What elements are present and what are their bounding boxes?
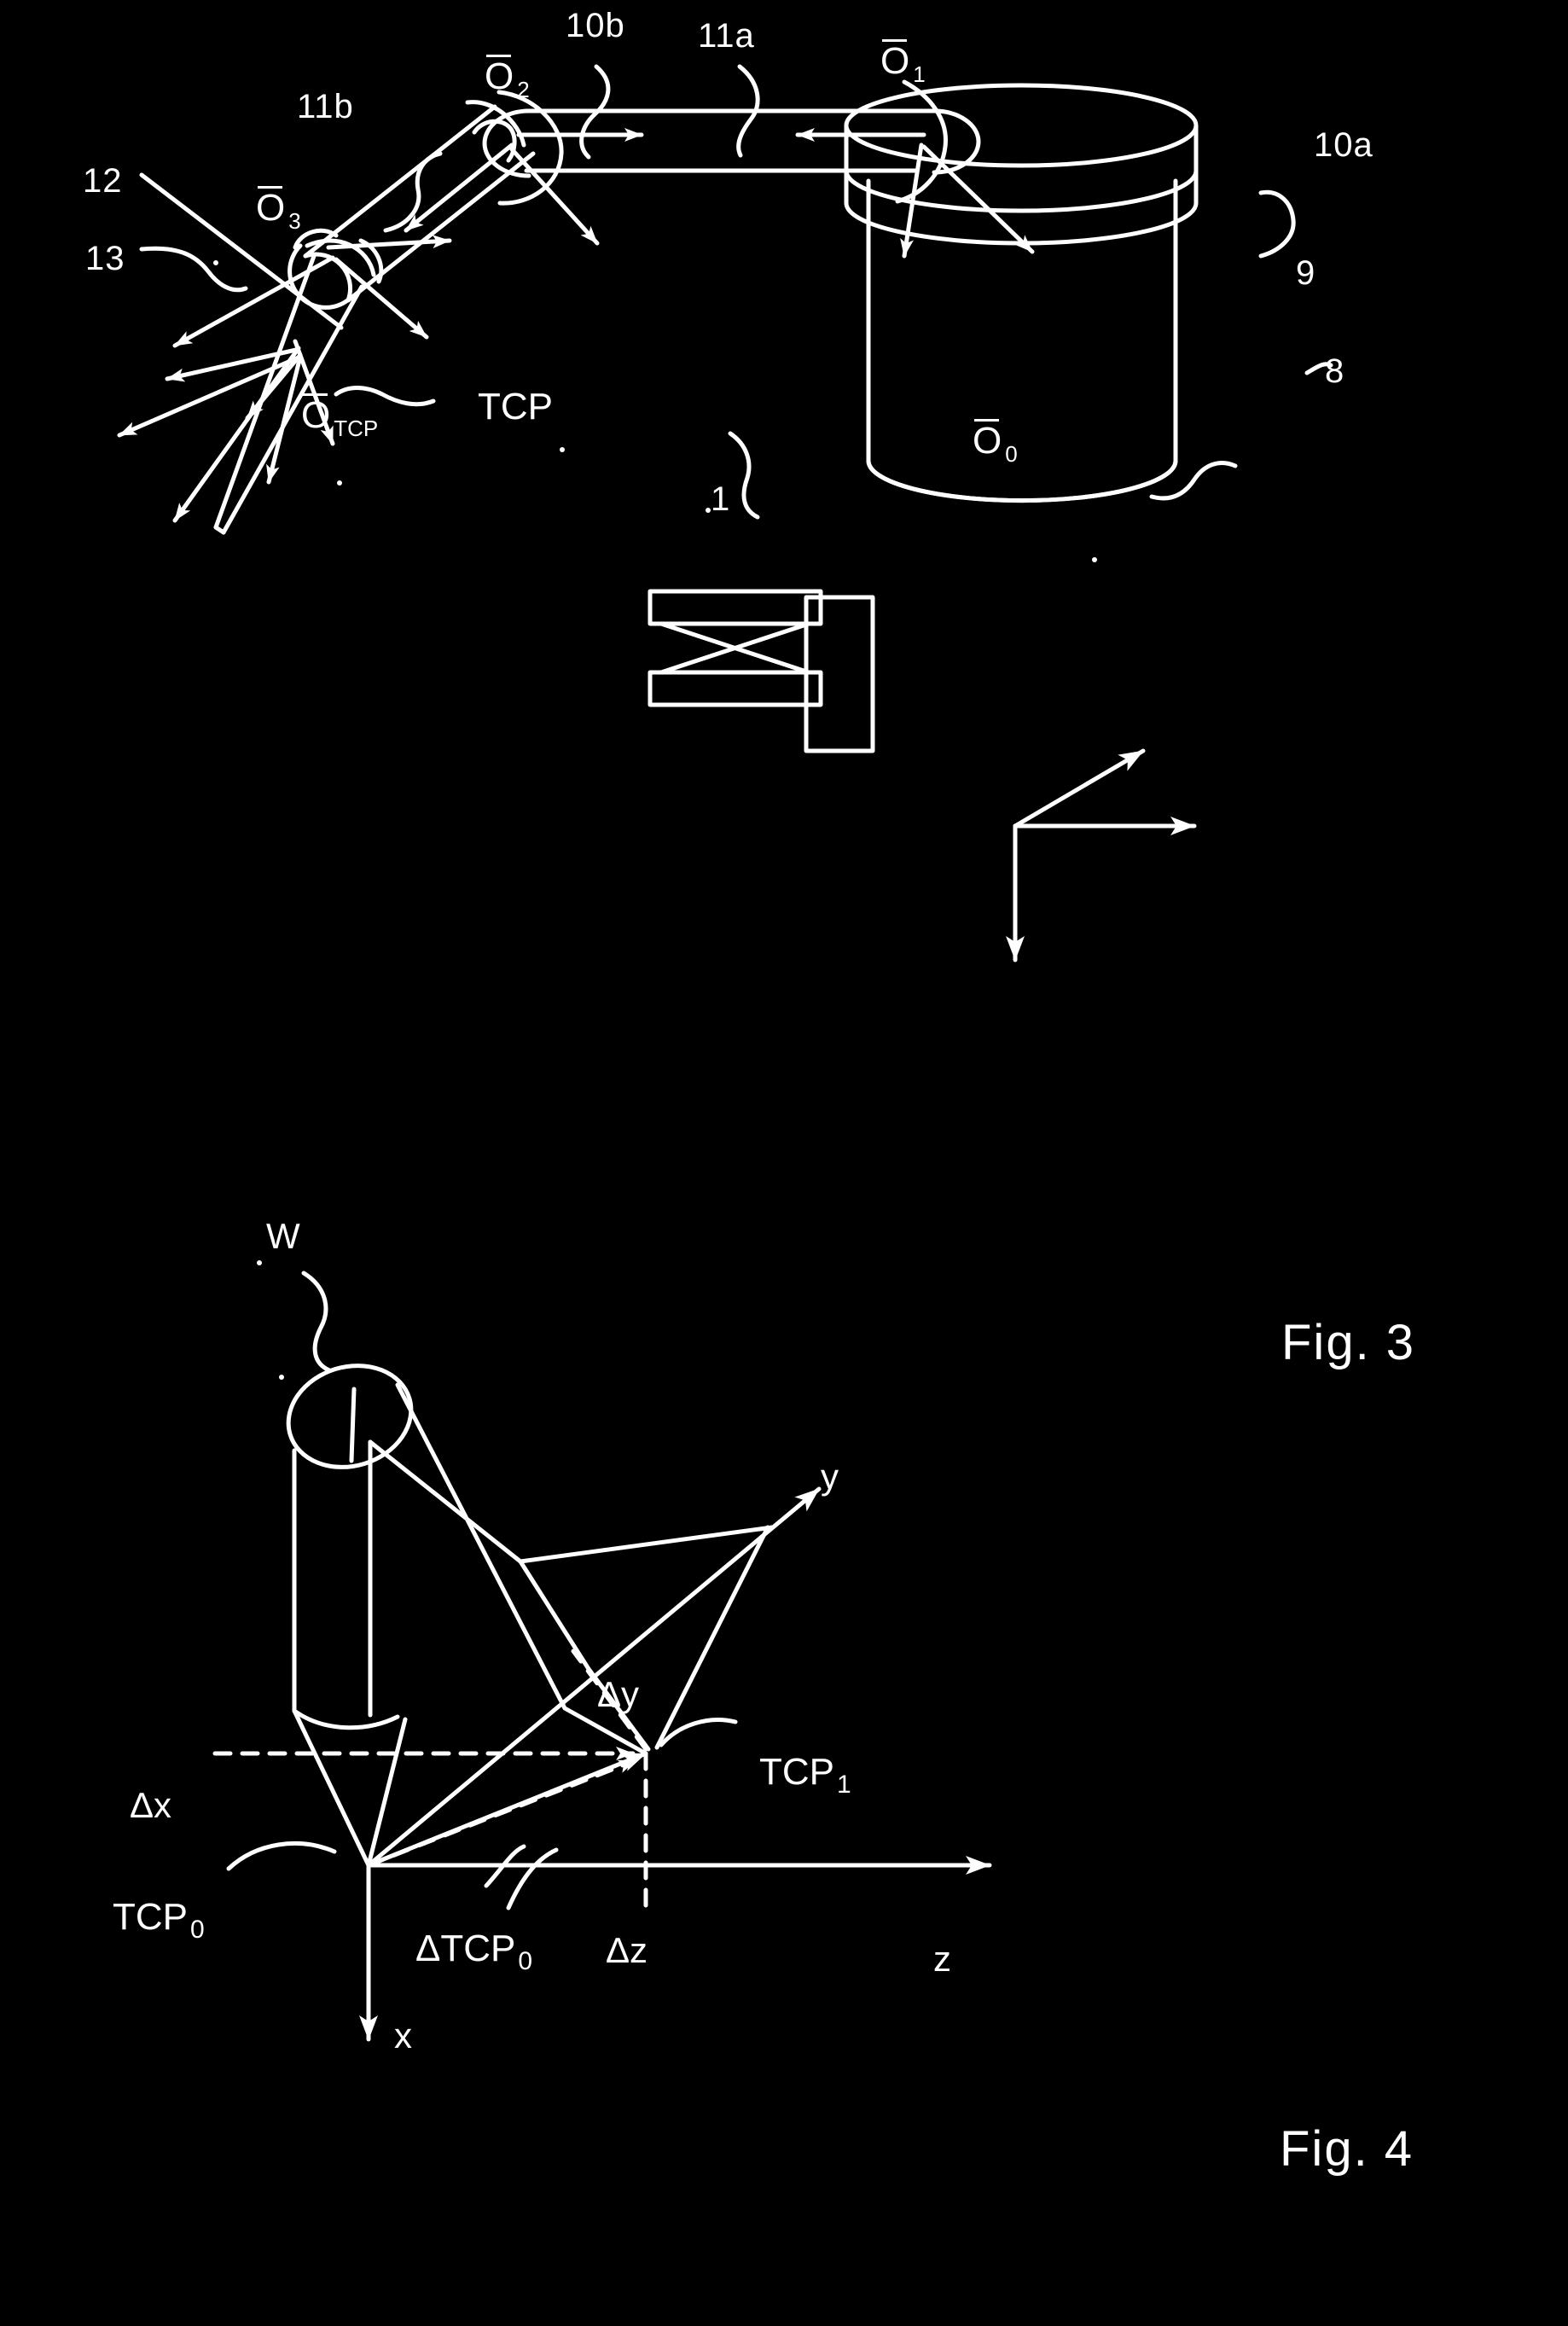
o0-subscript: 0 <box>1005 440 1018 467</box>
ref-label-1: 1 <box>711 480 731 518</box>
ref-label-w: W <box>266 1216 300 1256</box>
robot-base-cylinder <box>844 83 1199 503</box>
delta-tcp0-subscript: 0 <box>518 1946 533 1975</box>
leader-8 <box>1304 362 1333 375</box>
delta-label-y: Δy <box>597 1674 640 1714</box>
lower-arm-11b <box>293 104 536 303</box>
leader-tcp1 <box>659 1718 738 1747</box>
figure-caption-fig4: Fig. 4 <box>1280 2121 1414 2177</box>
tcp1-subscript: 1 <box>837 1770 851 1799</box>
tcp1-base: TCP <box>759 1751 834 1793</box>
o2-subscript: 2 <box>517 76 530 102</box>
o-overbar: O <box>973 419 1002 462</box>
speckles <box>213 260 1097 1380</box>
ref-label-8: 8 <box>1325 352 1345 390</box>
mounting-bracket-1 <box>648 589 875 753</box>
o1-subscript: 1 <box>913 61 926 87</box>
leader-tcp0 <box>226 1841 337 1871</box>
ref-label-10b: 10b <box>566 7 625 44</box>
leader-10a <box>1258 189 1296 259</box>
o-overbar: O <box>485 55 514 97</box>
fig4-tool-outline <box>368 1439 591 1718</box>
axis-label-z: z <box>933 1939 951 1979</box>
leader-delta-tcp0 <box>484 1844 526 1888</box>
leader-12 <box>139 172 344 330</box>
frame-tcp-axes-2 <box>117 352 303 485</box>
leader-13 <box>139 246 248 293</box>
ref-label-10a: 10a <box>1314 126 1373 164</box>
arc-delta-tcp0 <box>506 1847 559 1910</box>
ref-label-11a: 11a <box>698 17 755 55</box>
delta-label-x: Δx <box>130 1785 172 1825</box>
tcp-label: TCP <box>478 386 553 427</box>
otcp-subscript: TCP <box>334 415 379 441</box>
leader-9 <box>1149 461 1238 501</box>
leader-tcp <box>334 386 436 407</box>
axis-label-y: y <box>821 1457 839 1497</box>
delta-label-z: Δz <box>606 1930 648 1970</box>
tool-cylinder-w <box>286 1364 567 1868</box>
ref-label-12: 12 <box>83 162 123 200</box>
frame-o0-axes <box>1006 748 1197 962</box>
o3-subscript: 3 <box>288 207 301 234</box>
upper-arm-11a <box>524 79 981 204</box>
frame-o1-axes <box>795 128 1035 259</box>
figure-caption-fig3: Fig. 3 <box>1281 1315 1416 1370</box>
leader-10b <box>579 64 611 160</box>
fig4-link-lines <box>518 1525 775 1756</box>
frame-o3-axes <box>172 235 452 348</box>
leader-11b <box>383 151 443 233</box>
delta-tcp0-base: ΔTCP <box>415 1928 516 1969</box>
leader-1 <box>728 431 760 520</box>
axis-label-x: x <box>394 2015 412 2056</box>
leader-11a <box>736 64 760 158</box>
tcp0-base: TCP <box>113 1896 188 1938</box>
tcp0-subscript: 0 <box>190 1915 205 1944</box>
ref-label-9: 9 <box>1296 254 1316 292</box>
o-overbar: O <box>880 39 910 82</box>
leader-w <box>301 1271 332 1373</box>
o-overbar: O <box>256 186 286 229</box>
ref-label-13: 13 <box>85 240 125 277</box>
ref-label-11b: 11b <box>297 88 354 125</box>
o-overbar: O <box>301 393 331 436</box>
